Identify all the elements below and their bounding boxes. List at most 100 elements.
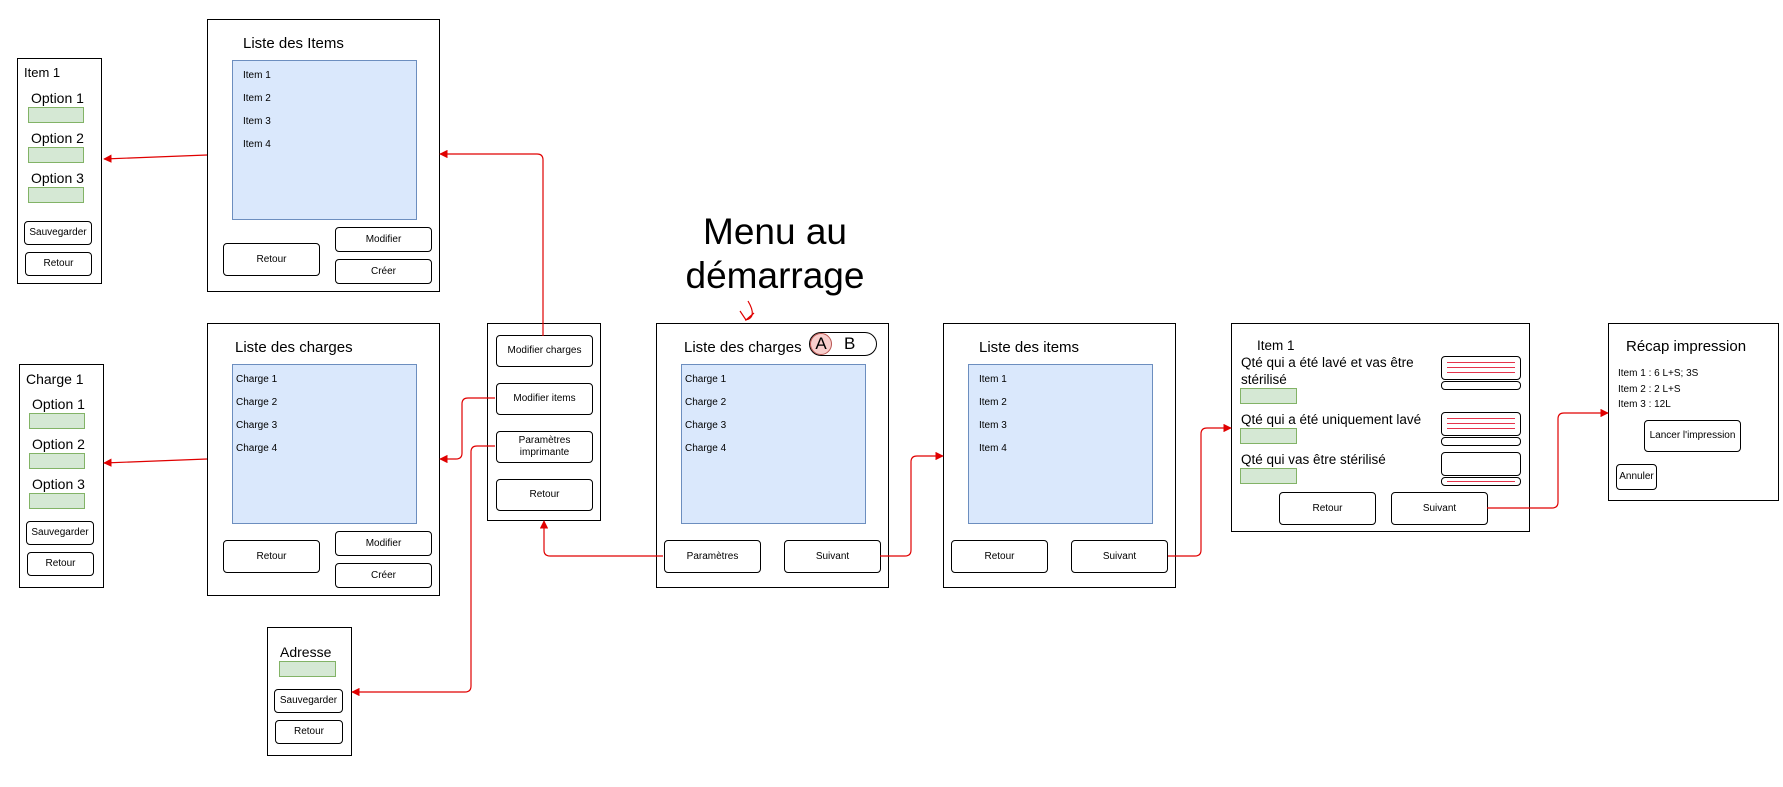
arrow-to-print-recap bbox=[1487, 408, 1609, 509]
charges-list: Charge 1 Charge 2 Charge 3 Charge 4 bbox=[232, 364, 417, 524]
list-item[interactable]: Item 2 bbox=[979, 397, 1007, 408]
back-button[interactable]: Retour bbox=[951, 540, 1048, 573]
settings-button[interactable]: Paramètres bbox=[664, 540, 761, 573]
save-button[interactable]: Sauvegarder bbox=[274, 689, 343, 713]
list-item[interactable]: Item 1 bbox=[243, 70, 271, 81]
to-be-sterilized-field[interactable] bbox=[1240, 468, 1297, 484]
arrow-to-quantity-screen bbox=[1168, 423, 1232, 557]
items-list-title: Liste des Items bbox=[243, 35, 344, 52]
list-item[interactable]: Charge 1 bbox=[685, 374, 727, 385]
create-button[interactable]: Créer bbox=[335, 563, 432, 588]
dropdown-3-base bbox=[1441, 477, 1521, 486]
list-item[interactable]: Charge 2 bbox=[685, 397, 727, 408]
quantity-screen: Item 1 Qté qui a été lavé et vas être st… bbox=[1231, 323, 1530, 532]
edit-charges-button[interactable]: Modifier charges bbox=[496, 335, 593, 367]
arrow-to-items-screen bbox=[880, 451, 944, 557]
print-button[interactable]: Lancer l'impression bbox=[1644, 420, 1741, 452]
edit-button[interactable]: Modifier bbox=[335, 227, 432, 252]
option-1-label: Option 1 bbox=[32, 396, 85, 412]
option-1-field[interactable] bbox=[29, 413, 85, 429]
washed-only-field[interactable] bbox=[1240, 428, 1297, 444]
option-3-field[interactable] bbox=[28, 187, 84, 203]
option-2-field[interactable] bbox=[28, 147, 84, 163]
list-item[interactable]: Charge 1 bbox=[236, 374, 278, 385]
list-item[interactable]: Item 1 bbox=[979, 374, 1007, 385]
arrow-to-charges-list bbox=[439, 397, 495, 464]
dropdown-2[interactable] bbox=[1441, 412, 1521, 436]
arrow-start-indicator-head bbox=[739, 310, 755, 321]
item-detail-title: Item 1 bbox=[24, 65, 61, 80]
quantity-title: Item 1 bbox=[1257, 338, 1295, 353]
edit-items-button[interactable]: Modifier items bbox=[496, 383, 593, 415]
washed-and-sterilized-field[interactable] bbox=[1240, 388, 1297, 404]
option-3-label: Option 3 bbox=[31, 170, 84, 186]
list-item[interactable]: Item 3 bbox=[243, 116, 271, 127]
arrow-to-charge-detail bbox=[103, 458, 208, 467]
dropdown-1[interactable] bbox=[1441, 356, 1521, 380]
option-2-field[interactable] bbox=[29, 453, 85, 469]
back-button[interactable]: Retour bbox=[223, 540, 320, 573]
list-item[interactable]: Charge 3 bbox=[685, 420, 727, 431]
back-button[interactable]: Retour bbox=[496, 479, 593, 511]
back-button[interactable]: Retour bbox=[25, 252, 92, 276]
list-item[interactable]: Charge 2 bbox=[236, 397, 278, 408]
option-2-label: Option 2 bbox=[32, 436, 85, 452]
start-title: Liste des charges bbox=[684, 339, 802, 356]
list-item[interactable]: Charge 4 bbox=[685, 443, 727, 454]
option-3-label: Option 3 bbox=[32, 476, 85, 492]
list-item[interactable]: Charge 3 bbox=[236, 420, 278, 431]
washed-only-label: Qté qui a été uniquement lavé bbox=[1241, 412, 1422, 427]
back-button[interactable]: Retour bbox=[1279, 492, 1376, 525]
list-item[interactable]: Item 2 bbox=[243, 93, 271, 104]
charge-detail-title: Charge 1 bbox=[26, 371, 84, 387]
option-1-field[interactable] bbox=[28, 107, 84, 123]
save-button[interactable]: Sauvegarder bbox=[26, 521, 94, 545]
charges-list-screen: Liste des charges Charge 1 Charge 2 Char… bbox=[207, 323, 440, 596]
create-button[interactable]: Créer bbox=[335, 259, 432, 284]
printer-settings-button[interactable]: Paramètres imprimante bbox=[496, 431, 593, 463]
list-item[interactable]: Item 4 bbox=[979, 443, 1007, 454]
next-button[interactable]: Suivant bbox=[1071, 540, 1168, 573]
print-recap-screen: Récap impression Item 1 : 6 L+S; 3S Item… bbox=[1608, 323, 1779, 501]
list-item[interactable]: Item 3 bbox=[979, 420, 1007, 431]
arrow-to-settings-menu bbox=[539, 520, 663, 557]
edit-button[interactable]: Modifier bbox=[335, 531, 432, 556]
next-button[interactable]: Suivant bbox=[784, 540, 881, 573]
dropdown-1-base bbox=[1441, 381, 1521, 390]
start-screen: Liste des charges A B Charge 1 Charge 2 … bbox=[656, 323, 889, 588]
settings-menu-screen: Modifier charges Modifier items Paramètr… bbox=[487, 323, 601, 521]
charge-detail-screen: Charge 1 Option 1 Option 2 Option 3 Sauv… bbox=[19, 364, 104, 588]
to-be-sterilized-label: Qté qui vas être stérilisé bbox=[1241, 452, 1386, 467]
items-title: Liste des items bbox=[979, 339, 1080, 356]
dropdown-2-base bbox=[1441, 437, 1521, 446]
item-detail-screen: Item 1 Option 1 Option 2 Option 3 Sauveg… bbox=[17, 58, 102, 284]
list-item[interactable]: Charge 4 bbox=[236, 443, 278, 454]
items-list: Item 1 Item 2 Item 3 Item 4 bbox=[968, 364, 1153, 524]
toggle-option-a[interactable]: A bbox=[810, 333, 832, 355]
diagram-heading: Menu au démarrage bbox=[670, 210, 880, 298]
back-button[interactable]: Retour bbox=[223, 243, 320, 276]
dropdown-3[interactable] bbox=[1441, 452, 1521, 476]
address-label: Adresse bbox=[280, 644, 332, 660]
arrow-to-address bbox=[351, 445, 495, 697]
ab-toggle[interactable]: A B bbox=[809, 332, 877, 356]
option-3-field[interactable] bbox=[29, 493, 85, 509]
cancel-button[interactable]: Annuler bbox=[1616, 464, 1657, 490]
heading-line-1: Menu au bbox=[703, 211, 847, 252]
option-2-label: Option 2 bbox=[31, 130, 84, 146]
toggle-option-b[interactable]: B bbox=[844, 334, 856, 353]
items-screen: Liste des items Item 1 Item 2 Item 3 Ite… bbox=[943, 323, 1176, 588]
heading-line-2: démarrage bbox=[685, 255, 865, 296]
arrow-to-item-detail bbox=[103, 154, 208, 163]
recap-line: Item 3 : 12L bbox=[1618, 399, 1671, 410]
next-button[interactable]: Suivant bbox=[1391, 492, 1488, 525]
back-button[interactable]: Retour bbox=[275, 720, 343, 744]
charges-list-title: Liste des charges bbox=[235, 339, 353, 356]
list-item[interactable]: Item 4 bbox=[243, 139, 271, 150]
recap-line: Item 1 : 6 L+S; 3S bbox=[1618, 368, 1699, 379]
address-field[interactable] bbox=[279, 661, 336, 677]
save-button[interactable]: Sauvegarder bbox=[24, 221, 92, 245]
items-list: Item 1 Item 2 Item 3 Item 4 bbox=[232, 60, 417, 220]
back-button[interactable]: Retour bbox=[27, 552, 94, 576]
